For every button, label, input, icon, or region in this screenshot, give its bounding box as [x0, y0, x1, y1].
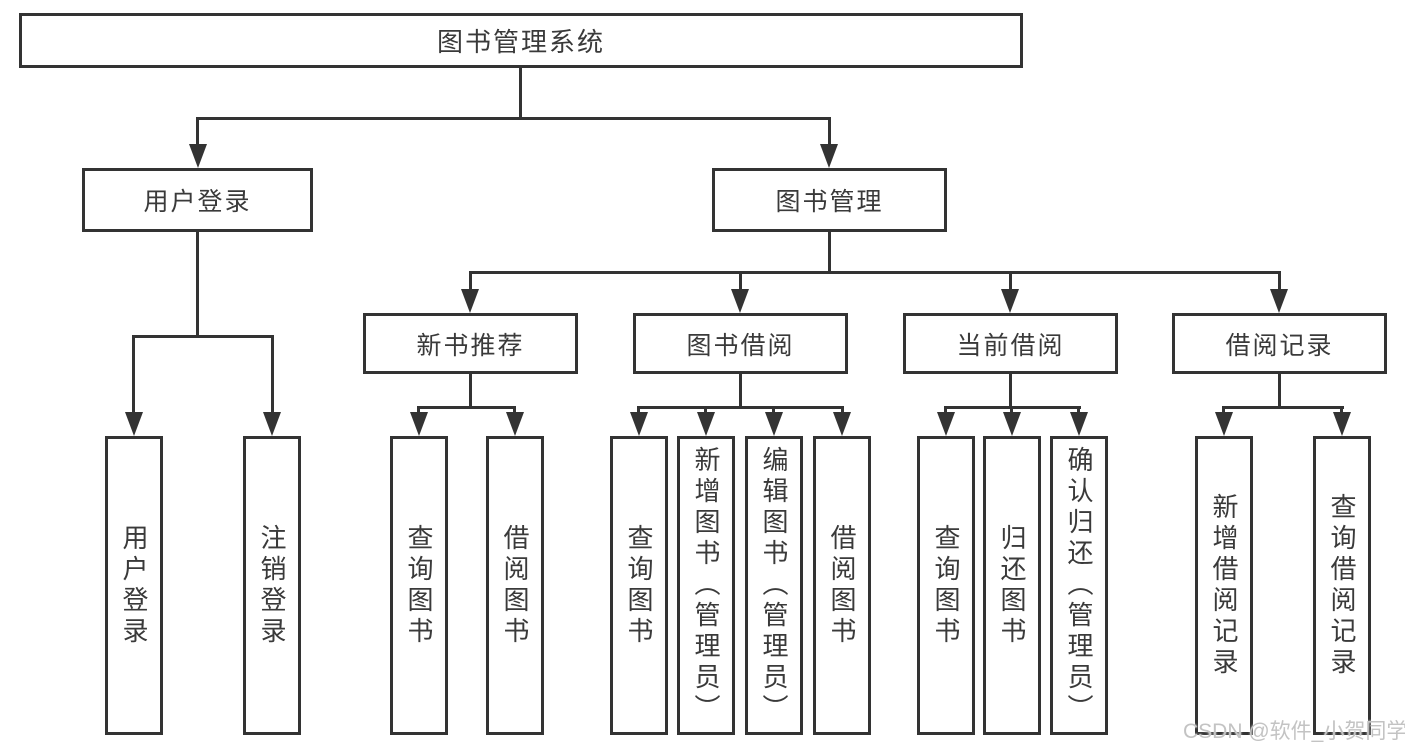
leaf-query-books: 查询图书 — [610, 436, 668, 735]
leaf-add-borrow-record: 新增借阅记录 — [1195, 436, 1253, 735]
node-current-borrow: 当前借阅 — [903, 313, 1118, 374]
connector-root-stem — [519, 68, 522, 120]
connector-user-login-shaft — [196, 117, 199, 148]
connector-leaf-shaft — [637, 406, 640, 416]
connector-user-login-stem — [196, 232, 199, 338]
connector-leaf-shaft — [513, 406, 516, 416]
connector-book-mgmt-stem — [828, 232, 831, 274]
arrow-down-icon — [697, 412, 715, 436]
arrow-down-icon — [1215, 412, 1233, 436]
connector-group1-stem — [469, 374, 472, 408]
node-book-borrow: 图书借阅 — [633, 313, 848, 374]
leaf-edit-books-admin: 编辑图书（管理员） — [745, 436, 803, 735]
leaf-return-books: 归还图书 — [983, 436, 1041, 735]
arrow-down-icon — [731, 289, 749, 313]
arrow-down-icon — [937, 412, 955, 436]
leaf-borrow-books: 借阅图书 — [486, 436, 544, 735]
connector-book-mgmt-shaft — [828, 117, 831, 148]
connector-user-login-branch — [132, 335, 274, 338]
arrow-down-icon — [125, 412, 143, 436]
connector-leaf-shaft — [1010, 406, 1013, 416]
arrow-down-icon — [506, 412, 524, 436]
node-user-login: 用户登录 — [82, 168, 313, 232]
csdn-watermark: CSDN @软件_小贺同学 — [1183, 720, 1405, 743]
arrow-down-icon — [1070, 412, 1088, 436]
leaf-logout: 注销登录 — [243, 436, 301, 735]
arrow-down-icon — [1333, 412, 1351, 436]
leaf-query-borrow-record: 查询借阅记录 — [1313, 436, 1371, 735]
connector-leaf-shaft — [944, 406, 947, 416]
leaf-user-login: 用户登录 — [105, 436, 163, 735]
connector-group-shaft — [739, 271, 742, 293]
arrow-down-icon — [410, 412, 428, 436]
arrow-down-icon — [1270, 289, 1288, 313]
arrow-down-icon — [461, 289, 479, 313]
connector-leaf-shaft — [1077, 406, 1080, 416]
node-new-book-recommend: 新书推荐 — [363, 313, 578, 374]
node-root-system: 图书管理系统 — [19, 13, 1023, 68]
connector-leaf-shaft — [841, 406, 844, 416]
connector-group2-branch — [637, 406, 844, 409]
leaf-add-books-admin: 新增图书（管理员） — [677, 436, 735, 735]
connector-book-mgmt-branch — [469, 271, 1281, 274]
connector-leaf-shaft — [772, 406, 775, 416]
arrow-down-icon — [189, 144, 207, 168]
connector-leaf-shaft — [1222, 406, 1225, 416]
node-borrow-records: 借阅记录 — [1172, 313, 1387, 374]
connector-group4-branch — [1222, 406, 1344, 409]
arrow-down-icon — [263, 412, 281, 436]
connector-root-branch — [196, 117, 831, 120]
connector-leaf-shaft — [417, 406, 420, 416]
leaf-query-books: 查询图书 — [390, 436, 448, 735]
arrow-down-icon — [820, 144, 838, 168]
leaf-borrow-books: 借阅图书 — [813, 436, 871, 735]
connector-group-shaft — [1009, 271, 1012, 293]
arrow-down-icon — [630, 412, 648, 436]
connector-group-shaft — [1278, 271, 1281, 293]
connector-leaf-shaft — [132, 335, 135, 416]
connector-leaf-shaft — [704, 406, 707, 416]
connector-group2-stem — [739, 374, 742, 408]
leaf-confirm-return-admin: 确认归还（管理员） — [1050, 436, 1108, 735]
connector-group-shaft — [469, 271, 472, 293]
connector-group4-stem — [1278, 374, 1281, 408]
arrow-down-icon — [833, 412, 851, 436]
node-book-management: 图书管理 — [712, 168, 947, 232]
connector-leaf-shaft — [1340, 406, 1343, 416]
arrow-down-icon — [1001, 289, 1019, 313]
arrow-down-icon — [1003, 412, 1021, 436]
connector-leaf-shaft — [271, 335, 274, 416]
arrow-down-icon — [765, 412, 783, 436]
leaf-query-books: 查询图书 — [917, 436, 975, 735]
connector-group3-stem — [1009, 374, 1012, 408]
connector-group1-branch — [417, 406, 516, 409]
